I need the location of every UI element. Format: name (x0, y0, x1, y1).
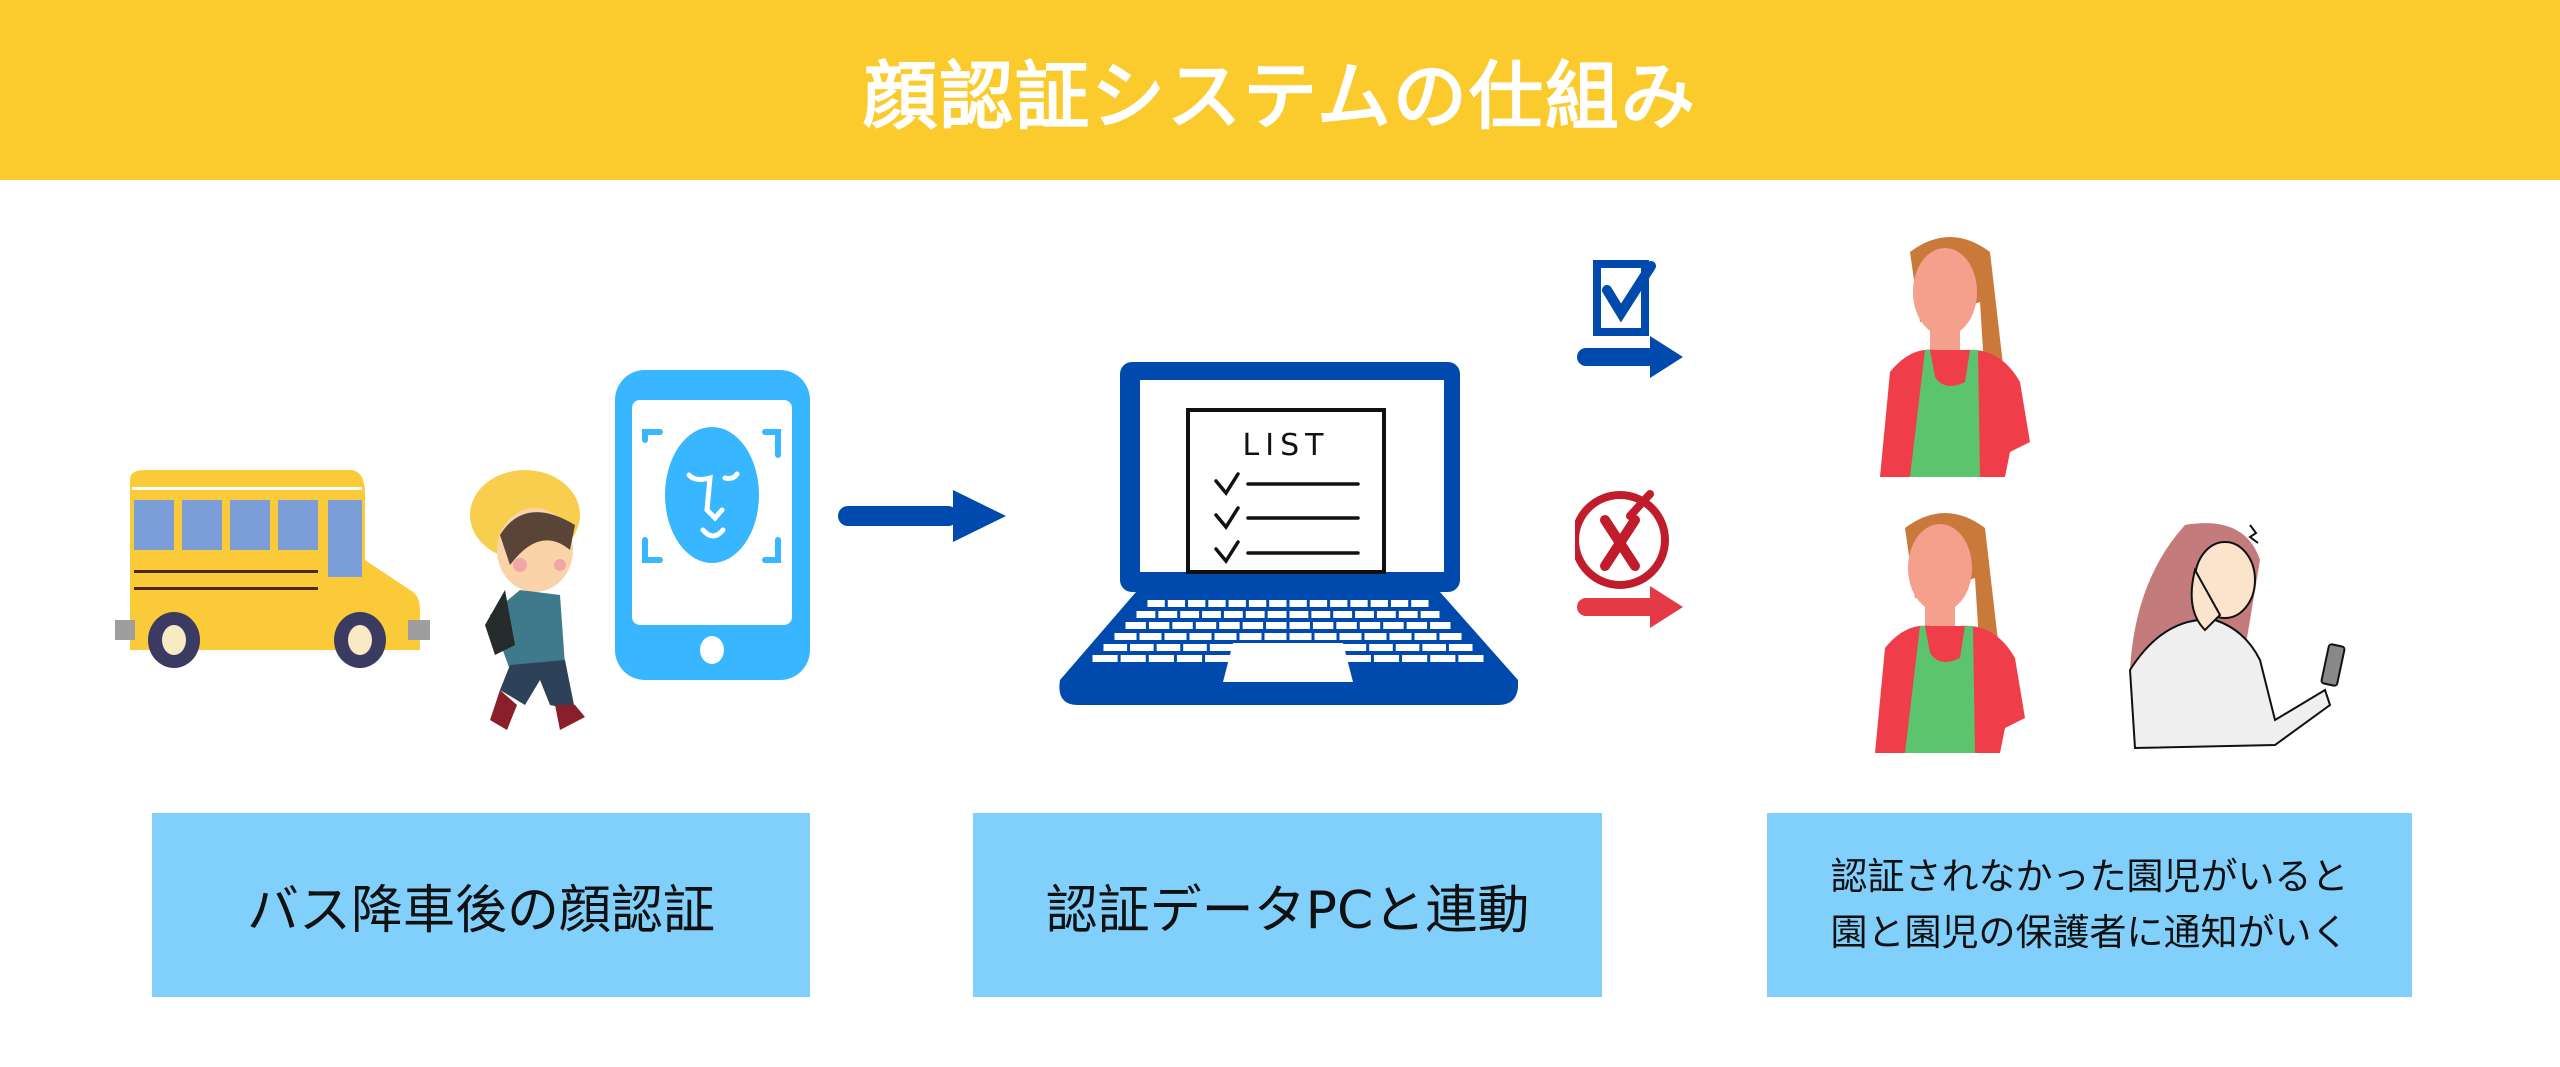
keyboard-key (1172, 622, 1193, 629)
keyboard-key (1136, 611, 1156, 618)
keyboard-key (1167, 600, 1186, 607)
keyboard-key (1202, 611, 1221, 618)
keyboard-key (1406, 622, 1428, 629)
keyboard-key (1114, 633, 1137, 640)
keyboard-key (1330, 600, 1348, 607)
teacher-icon (1875, 513, 2025, 753)
keyboard-key (1383, 622, 1404, 629)
keyboard-key (1219, 622, 1240, 629)
keyboard-key (1289, 600, 1307, 607)
keyboard-key (1245, 611, 1265, 618)
keyboard-key (1248, 600, 1267, 607)
keyboard-key (1195, 622, 1217, 629)
keyboard-key (1092, 655, 1118, 662)
keyboard-key (1139, 633, 1162, 640)
keyboard-key (1180, 611, 1200, 618)
keyboard-key (1242, 622, 1264, 629)
arrow-right-icon (838, 490, 1006, 542)
step-label: 認証データPCと連動 (1045, 880, 1530, 941)
keyboard-key (1164, 633, 1187, 640)
keyboard-key (1269, 600, 1287, 607)
keyboard-key (1289, 611, 1309, 618)
keyboard-key (1120, 655, 1146, 662)
step-box-pc-linkage: 認証データPCと連動 (973, 813, 1602, 997)
phone-face-scan-icon (615, 370, 810, 680)
keyboard-key (1147, 600, 1165, 607)
surprised-parent-with-phone-icon (2128, 523, 2346, 750)
keyboard-key (1336, 622, 1357, 629)
laptop-list-icon: LIST (1059, 362, 1518, 705)
keyboard-key (1156, 644, 1181, 651)
keyboard-key (1312, 622, 1334, 629)
step-label: バス降車後の顔認証 (246, 880, 715, 941)
keyboard-key (1176, 655, 1203, 662)
keyboard-key (1264, 633, 1287, 640)
keyboard-key (1189, 633, 1212, 640)
keyboard-key (1389, 633, 1412, 640)
keyboard-key (1158, 611, 1178, 618)
keyboard-key (1239, 633, 1262, 640)
step-label-line-1: 認証されなかった園児がいると (1830, 855, 2349, 898)
header-banner: 顔認証システムの仕組み (0, 0, 2560, 180)
keyboard-key (1130, 644, 1154, 651)
laptop-list-label: LIST (1243, 428, 1330, 463)
keyboard-key (1267, 611, 1287, 618)
keyboard-key (1390, 600, 1409, 607)
keyboard-key (1289, 633, 1312, 640)
keyboard-key (1214, 633, 1237, 640)
keyboard-key (1311, 611, 1331, 618)
step-label-line-2: 園と園児の保護者に通知がいく (1830, 911, 2349, 954)
keyboard-key (1209, 644, 1234, 651)
keyboard-key (1422, 644, 1446, 651)
keyboard-key (1205, 655, 1231, 662)
keyboard-key (1183, 644, 1207, 651)
keyboard-key (1266, 622, 1287, 629)
keyboard-key (1228, 600, 1246, 607)
keyboard-key (1439, 633, 1462, 640)
keyboard-key (1364, 633, 1387, 640)
schoolboy-icon (470, 470, 585, 730)
keyboard-key (1398, 611, 1418, 618)
page-title: 顔認証システムの仕組み (863, 53, 1697, 140)
step-box-notification: 認証されなかった園児がいると 園と園児の保護者に通知がいく (1767, 813, 2412, 997)
keyboard-key (1309, 600, 1328, 607)
step-box-face-recognition: バス降車後の顔認証 (152, 813, 810, 997)
keyboard-key (1223, 611, 1243, 618)
keyboard-key (1339, 633, 1362, 640)
keyboard-key (1376, 611, 1396, 618)
keyboard-key (1373, 655, 1400, 662)
keyboard-key (1448, 644, 1473, 651)
keyboard-key (1342, 644, 1367, 651)
keyboard-key (1395, 644, 1420, 651)
keyboard-key (1430, 622, 1451, 629)
keyboard-key (1125, 622, 1146, 629)
keyboard-key (1188, 600, 1206, 607)
keyboard-key (1314, 633, 1337, 640)
keyboard-key (1369, 644, 1393, 651)
keyboard-key (1148, 622, 1170, 629)
keyboard-key (1370, 600, 1388, 607)
school-bus-icon (115, 470, 430, 668)
keyboard-key (1333, 611, 1353, 618)
keyboard-key (1458, 655, 1484, 662)
keyboard-key (1355, 611, 1374, 618)
keyboard-key (1411, 600, 1429, 607)
rejected-x-icon (1575, 490, 1683, 628)
keyboard-key (1289, 622, 1310, 629)
keyboard-key (1402, 655, 1428, 662)
keyboard-key (1345, 655, 1371, 662)
keyboard-key (1350, 600, 1368, 607)
keyboard-key (1208, 600, 1226, 607)
keyboard-key (1420, 611, 1440, 618)
keyboard-key (1359, 622, 1381, 629)
checkbox-checked-icon (1577, 260, 1683, 378)
keyboard-key (1430, 655, 1456, 662)
keyboard-key (1414, 633, 1437, 640)
keyboard-key (1148, 655, 1174, 662)
keyboard-key (1103, 644, 1128, 651)
teacher-icon (1880, 237, 2030, 477)
